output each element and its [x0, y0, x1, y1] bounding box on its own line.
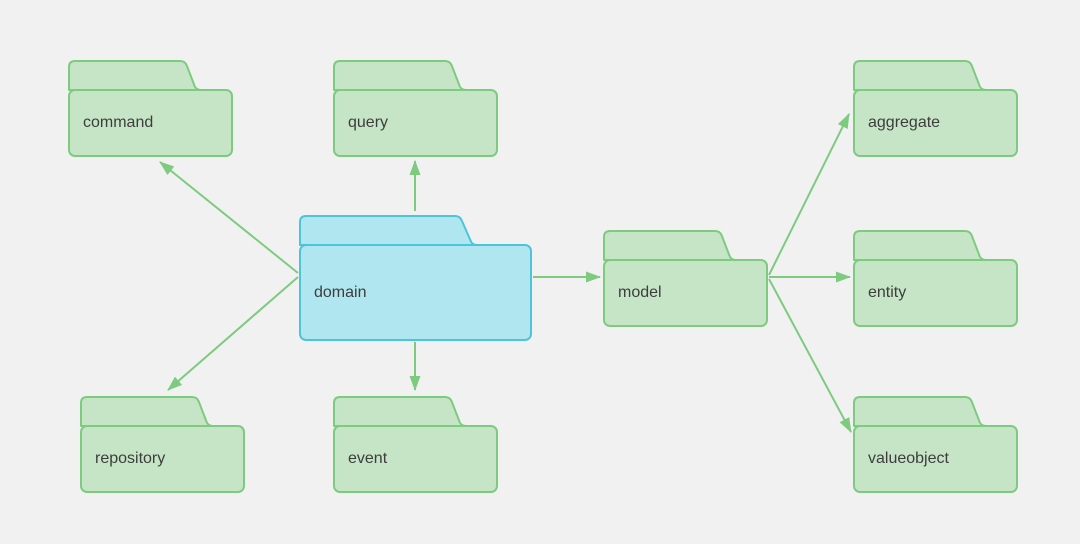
- folder-body-shape: [333, 89, 498, 157]
- folder-body-shape: [603, 259, 768, 327]
- package-query[interactable]: query: [333, 57, 498, 158]
- package-domain[interactable]: domain: [299, 212, 532, 342]
- package-label-repository: repository: [95, 450, 166, 467]
- folder-tab-shape: [853, 396, 987, 427]
- edge-model-valueobject: [768, 278, 852, 433]
- package-label-event: event: [348, 450, 388, 467]
- folder-body-shape: [853, 89, 1018, 157]
- package-label-aggregate: aggregate: [868, 114, 941, 131]
- package-event[interactable]: event: [333, 393, 498, 494]
- package-label-command: command: [83, 114, 154, 131]
- folder-body-shape: [299, 244, 532, 341]
- package-entity[interactable]: entity: [853, 227, 1018, 328]
- package-valueobject[interactable]: valueobject: [853, 393, 1018, 494]
- folder-tab-shape: [333, 396, 467, 427]
- edge-domain-repository: [167, 276, 299, 391]
- edge-domain-command: [159, 161, 299, 274]
- folder-tab-shape: [853, 230, 987, 261]
- folder-tab-shape: [853, 60, 987, 91]
- folder-tab-shape: [80, 396, 214, 427]
- folder-tab-shape: [68, 60, 202, 91]
- package-repository[interactable]: repository: [80, 393, 245, 494]
- package-command[interactable]: command: [68, 57, 233, 158]
- folder-body-shape: [68, 89, 233, 157]
- package-label-entity: entity: [868, 284, 907, 301]
- folder-tab-shape: [603, 230, 737, 261]
- package-label-valueobject: valueobject: [868, 450, 949, 467]
- folder-body-shape: [333, 425, 498, 493]
- package-label-query: query: [348, 114, 389, 131]
- folder-tab-shape: [299, 215, 478, 246]
- folder-body-shape: [80, 425, 245, 493]
- package-model[interactable]: model: [603, 227, 768, 328]
- folder-tab-shape: [333, 60, 467, 91]
- package-label-domain: domain: [314, 283, 367, 301]
- folder-body-shape: [853, 425, 1018, 493]
- package-aggregate[interactable]: aggregate: [853, 57, 1018, 158]
- edge-model-aggregate: [768, 113, 850, 276]
- package-label-model: model: [618, 284, 662, 301]
- folder-body-shape: [853, 259, 1018, 327]
